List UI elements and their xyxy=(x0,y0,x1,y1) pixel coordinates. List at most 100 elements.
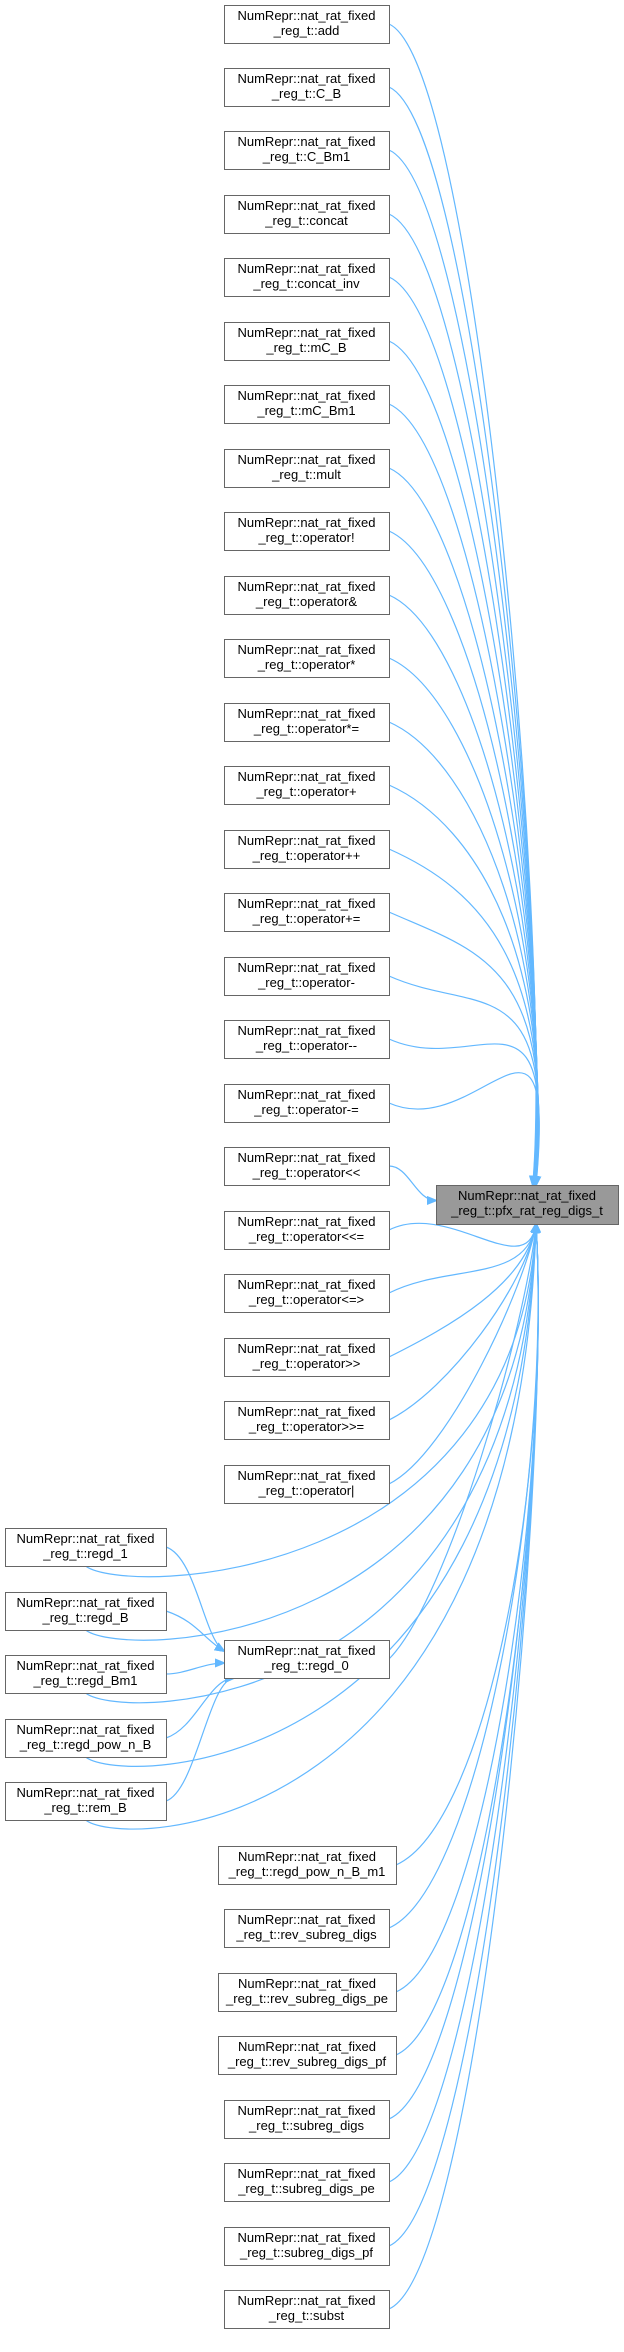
node-caller-8-mult-box xyxy=(224,449,390,488)
node-caller-29-rem-b-box xyxy=(5,1782,167,1821)
node-caller-34-subreg-digs[interactable]: NumRepr::nat_rat_fixed_reg_t::subreg_dig… xyxy=(224,2100,390,2139)
node-caller-30-regd-pow-n-b-m1-label-line2: _reg_t::regd_pow_n_B_m1 xyxy=(228,1864,386,1879)
node-caller-23-operator-[interactable]: NumRepr::nat_rat_fixed_reg_t::operator>>… xyxy=(224,1401,390,1440)
node-caller-7-mc-bm1-label-line2: _reg_t::mC_Bm1 xyxy=(256,403,355,418)
node-caller-9-operator--box xyxy=(224,512,390,551)
node-caller-24-operator--box xyxy=(224,1465,390,1504)
node-caller-1-add-label-line1: NumRepr::nat_rat_fixed xyxy=(237,8,375,23)
node-caller-2-c-b-label-line2: _reg_t::C_B xyxy=(271,86,341,101)
node-caller-24-operator--label-line2: _reg_t::operator| xyxy=(258,1483,355,1498)
node-caller-27-regd-bm1[interactable]: NumRepr::nat_rat_fixed_reg_t::regd_Bm1 xyxy=(5,1655,167,1694)
node-caller-13-operator--label-line2: _reg_t::operator+ xyxy=(255,784,356,799)
node-target-pfx-rat-reg-digs-t-box xyxy=(436,1185,619,1225)
node-caller-23-operator--label-line2: _reg_t::operator>>= xyxy=(248,1419,364,1434)
node-caller-10-operator--label-line2: _reg_t::operator& xyxy=(255,594,358,609)
node-caller-34-subreg-digs-label-line1: NumRepr::nat_rat_fixed xyxy=(237,2103,375,2118)
node-caller-36-subreg-digs-pf[interactable]: NumRepr::nat_rat_fixed_reg_t::subreg_dig… xyxy=(224,2227,390,2266)
node-caller-19-operator-[interactable]: NumRepr::nat_rat_fixed_reg_t::operator<< xyxy=(224,1147,390,1186)
node-caller-10-operator-[interactable]: NumRepr::nat_rat_fixed_reg_t::operator& xyxy=(224,576,390,615)
node-caller-17-operator--label-line2: _reg_t::operator-- xyxy=(255,1038,357,1053)
node-caller-11-operator-[interactable]: NumRepr::nat_rat_fixed_reg_t::operator* xyxy=(224,639,390,678)
edge-caller-28-to-target xyxy=(85,1224,537,1767)
node-caller-28-regd-pow-n-b-label-line1: NumRepr::nat_rat_fixed xyxy=(16,1722,154,1737)
node-caller-2-c-b-box xyxy=(224,68,390,107)
edge-caller-21-to-target xyxy=(388,1224,536,1294)
node-caller-25-regd-1-box xyxy=(5,1528,167,1567)
edges xyxy=(85,23,540,2310)
node-caller-21-operator-[interactable]: NumRepr::nat_rat_fixed_reg_t::operator<=… xyxy=(224,1274,390,1313)
node-caller-14-operator--box xyxy=(224,830,390,869)
node-caller-32-rev-subreg-digs-pe[interactable]: NumRepr::nat_rat_fixed_reg_t::rev_subreg… xyxy=(218,1973,397,2012)
node-caller-29-rem-b-label-line2: _reg_t::rem_B xyxy=(43,1800,126,1815)
node-caller-13-operator-[interactable]: NumRepr::nat_rat_fixed_reg_t::operator+ xyxy=(224,766,390,805)
node-caller-2-c-b[interactable]: NumRepr::nat_rat_fixed_reg_t::C_B xyxy=(224,68,390,107)
node-caller-30-regd-pow-n-b-m1[interactable]: NumRepr::nat_rat_fixed_reg_t::regd_pow_n… xyxy=(218,1846,397,1885)
node-caller-26-regd-b-label-line1: NumRepr::nat_rat_fixed xyxy=(16,1595,154,1610)
node-caller-13-operator--box xyxy=(224,766,390,805)
node-caller-6-mc-b-box xyxy=(224,322,390,361)
node-caller-16-operator--label-line1: NumRepr::nat_rat_fixed xyxy=(237,960,375,975)
edge-caller-35-to-target xyxy=(388,1224,538,2183)
node-regd-0-label-line2: _reg_t::regd_0 xyxy=(263,1658,349,1673)
node-caller-7-mc-bm1[interactable]: NumRepr::nat_rat_fixed_reg_t::mC_Bm1 xyxy=(224,385,390,424)
node-caller-15-operator--box xyxy=(224,893,390,932)
node-caller-28-regd-pow-n-b[interactable]: NumRepr::nat_rat_fixed_reg_t::regd_pow_n… xyxy=(5,1719,167,1758)
edge-caller-37-to-target xyxy=(388,1224,538,2310)
node-caller-12-operator-[interactable]: NumRepr::nat_rat_fixed_reg_t::operator*= xyxy=(224,703,390,742)
node-caller-31-rev-subreg-digs-box xyxy=(224,1909,390,1948)
node-caller-24-operator-[interactable]: NumRepr::nat_rat_fixed_reg_t::operator| xyxy=(224,1465,390,1504)
node-caller-3-c-bm1[interactable]: NumRepr::nat_rat_fixed_reg_t::C_Bm1 xyxy=(224,131,390,170)
edge-caller-30-to-target xyxy=(395,1224,538,1866)
node-caller-4-concat-label-line1: NumRepr::nat_rat_fixed xyxy=(237,198,375,213)
node-caller-4-concat-box xyxy=(224,195,390,234)
edge-caller-26-to-target xyxy=(85,1224,537,1641)
node-caller-34-subreg-digs-label-line2: _reg_t::subreg_digs xyxy=(248,2118,364,2133)
edge-caller-23-to-target xyxy=(388,1224,536,1421)
node-caller-33-rev-subreg-digs-pf-label-line2: _reg_t::rev_subreg_digs_pf xyxy=(227,2054,387,2069)
node-caller-20-operator-[interactable]: NumRepr::nat_rat_fixed_reg_t::operator<<… xyxy=(224,1211,390,1250)
nodes: NumRepr::nat_rat_fixed_reg_t::addNumRepr… xyxy=(5,5,619,2329)
node-caller-17-operator-[interactable]: NumRepr::nat_rat_fixed_reg_t::operator-- xyxy=(224,1020,390,1059)
node-caller-32-rev-subreg-digs-pe-label-line1: NumRepr::nat_rat_fixed xyxy=(238,1976,376,1991)
node-caller-14-operator--label-line2: _reg_t::operator++ xyxy=(252,848,361,863)
edge-caller-36-to-target xyxy=(388,1224,538,2247)
node-caller-17-operator--label-line1: NumRepr::nat_rat_fixed xyxy=(237,1023,375,1038)
node-caller-16-operator--label-line2: _reg_t::operator- xyxy=(257,975,355,990)
node-caller-18-operator-[interactable]: NumRepr::nat_rat_fixed_reg_t::operator-= xyxy=(224,1084,390,1123)
node-caller-8-mult[interactable]: NumRepr::nat_rat_fixed_reg_t::mult xyxy=(224,449,390,488)
node-target-pfx-rat-reg-digs-t[interactable]: NumRepr::nat_rat_fixed_reg_t::pfx_rat_re… xyxy=(436,1185,619,1225)
node-caller-25-regd-1-label-line1: NumRepr::nat_rat_fixed xyxy=(16,1531,154,1546)
edge-caller-16-to-target xyxy=(388,975,539,1185)
node-caller-37-subst[interactable]: NumRepr::nat_rat_fixed_reg_t::subst xyxy=(224,2290,390,2329)
node-caller-14-operator-[interactable]: NumRepr::nat_rat_fixed_reg_t::operator++ xyxy=(224,830,390,869)
node-regd-0[interactable]: NumRepr::nat_rat_fixed_reg_t::regd_0 xyxy=(224,1640,390,1679)
node-caller-31-rev-subreg-digs[interactable]: NumRepr::nat_rat_fixed_reg_t::rev_subreg… xyxy=(224,1909,390,1948)
node-caller-37-subst-label-line2: _reg_t::subst xyxy=(268,2308,345,2323)
node-caller-16-operator-[interactable]: NumRepr::nat_rat_fixed_reg_t::operator- xyxy=(224,957,390,996)
node-caller-9-operator-[interactable]: NumRepr::nat_rat_fixed_reg_t::operator! xyxy=(224,512,390,551)
node-caller-26-regd-b[interactable]: NumRepr::nat_rat_fixed_reg_t::regd_B xyxy=(5,1592,167,1631)
node-caller-9-operator--label-line2: _reg_t::operator! xyxy=(257,530,354,545)
node-caller-36-subreg-digs-pf-label-line1: NumRepr::nat_rat_fixed xyxy=(237,2230,375,2245)
node-caller-6-mc-b[interactable]: NumRepr::nat_rat_fixed_reg_t::mC_B xyxy=(224,322,390,361)
node-caller-29-rem-b[interactable]: NumRepr::nat_rat_fixed_reg_t::rem_B xyxy=(5,1782,167,1821)
node-caller-5-concat-inv[interactable]: NumRepr::nat_rat_fixed_reg_t::concat_inv xyxy=(224,258,390,297)
edge-caller-24-to-target xyxy=(388,1224,536,1485)
edge-caller-17-to-target xyxy=(388,1038,539,1185)
edge-caller-7-to-target xyxy=(388,403,537,1185)
node-caller-3-c-bm1-label-line1: NumRepr::nat_rat_fixed xyxy=(237,134,375,149)
node-caller-2-c-b-label-line1: NumRepr::nat_rat_fixed xyxy=(237,71,375,86)
node-caller-25-regd-1[interactable]: NumRepr::nat_rat_fixed_reg_t::regd_1 xyxy=(5,1528,167,1567)
node-caller-34-subreg-digs-box xyxy=(224,2100,390,2139)
node-caller-1-add[interactable]: NumRepr::nat_rat_fixed_reg_t::add xyxy=(224,5,390,44)
node-caller-15-operator-[interactable]: NumRepr::nat_rat_fixed_reg_t::operator+= xyxy=(224,893,390,932)
node-caller-22-operator-[interactable]: NumRepr::nat_rat_fixed_reg_t::operator>> xyxy=(224,1338,390,1377)
node-caller-23-operator--label-line1: NumRepr::nat_rat_fixed xyxy=(237,1404,375,1419)
node-caller-27-regd-bm1-label-line1: NumRepr::nat_rat_fixed xyxy=(16,1658,154,1673)
node-caller-35-subreg-digs-pe[interactable]: NumRepr::nat_rat_fixed_reg_t::subreg_dig… xyxy=(224,2163,390,2202)
node-caller-4-concat[interactable]: NumRepr::nat_rat_fixed_reg_t::concat xyxy=(224,195,390,234)
node-regd-0-label-line1: NumRepr::nat_rat_fixed xyxy=(237,1643,375,1658)
edge-caller-1-to-target xyxy=(388,23,536,1185)
node-caller-33-rev-subreg-digs-pf[interactable]: NumRepr::nat_rat_fixed_reg_t::rev_subreg… xyxy=(218,2036,397,2075)
